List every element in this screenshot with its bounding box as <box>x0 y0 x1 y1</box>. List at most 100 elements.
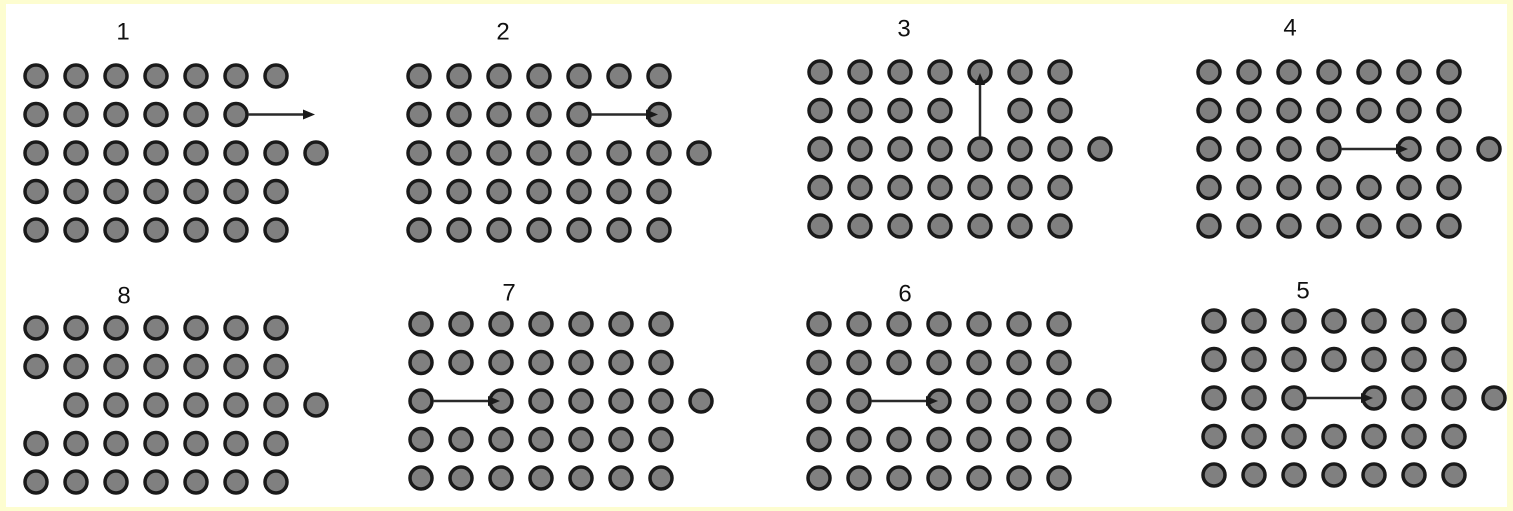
atom <box>65 471 87 493</box>
atom <box>490 313 512 335</box>
atom <box>25 181 47 203</box>
atom <box>225 433 247 455</box>
atom <box>265 219 287 241</box>
atom <box>1443 310 1465 332</box>
atom <box>568 219 590 241</box>
atom <box>1203 426 1225 448</box>
atom <box>1198 100 1220 122</box>
atom <box>608 142 630 164</box>
atom <box>889 177 911 199</box>
atom <box>65 317 87 339</box>
panel-7: 7 <box>410 280 712 490</box>
atom <box>570 429 592 451</box>
atom <box>1403 349 1425 371</box>
atom <box>105 317 127 339</box>
atom <box>65 356 87 378</box>
panel-label: 7 <box>502 280 515 307</box>
atom <box>408 142 430 164</box>
atom <box>1238 100 1260 122</box>
atom <box>450 467 472 489</box>
atom <box>968 429 990 451</box>
panel-1: 1 <box>25 19 327 242</box>
atom <box>530 390 552 412</box>
atom <box>305 142 327 164</box>
atom <box>888 313 910 335</box>
atom <box>929 138 951 160</box>
atom <box>888 352 910 374</box>
atom <box>1358 215 1380 237</box>
atom <box>1243 310 1265 332</box>
atom <box>145 219 167 241</box>
atom <box>1358 177 1380 199</box>
atom <box>809 138 831 160</box>
atom <box>145 394 167 416</box>
atom <box>688 142 710 164</box>
panel-label: 1 <box>116 19 129 46</box>
atom <box>185 65 207 87</box>
atom <box>265 142 287 164</box>
atom <box>849 215 871 237</box>
atom <box>809 100 831 122</box>
atom <box>610 467 632 489</box>
atom <box>448 219 470 241</box>
atom <box>1278 100 1300 122</box>
atom <box>1283 310 1305 332</box>
atom <box>488 219 510 241</box>
atom <box>849 138 871 160</box>
atom <box>225 356 247 378</box>
atom <box>570 390 592 412</box>
atom <box>848 352 870 374</box>
atom <box>1009 100 1031 122</box>
atom <box>969 177 991 199</box>
atom <box>105 219 127 241</box>
atom <box>1278 215 1300 237</box>
atom <box>145 471 167 493</box>
atom <box>1203 349 1225 371</box>
atom <box>185 433 207 455</box>
atom <box>1049 177 1071 199</box>
atom <box>410 467 432 489</box>
atom <box>1438 138 1460 160</box>
atom <box>808 429 830 451</box>
atom <box>928 429 950 451</box>
atom <box>185 317 207 339</box>
atom <box>225 104 247 126</box>
atom <box>265 394 287 416</box>
atom <box>1238 177 1260 199</box>
atom <box>1318 100 1340 122</box>
atom <box>1243 387 1265 409</box>
atom <box>145 356 167 378</box>
atom <box>848 390 870 412</box>
panel-4: 4 <box>1198 15 1500 238</box>
atom <box>530 352 552 374</box>
atom <box>1203 387 1225 409</box>
atom <box>1009 215 1031 237</box>
atom <box>145 142 167 164</box>
atom <box>408 219 430 241</box>
atom <box>1363 310 1385 332</box>
atom <box>1363 426 1385 448</box>
atom <box>528 219 550 241</box>
atom <box>650 352 672 374</box>
atom <box>1403 464 1425 486</box>
atom <box>570 352 592 374</box>
panel-label: 5 <box>1296 278 1309 305</box>
atom <box>1008 313 1030 335</box>
atom <box>448 104 470 126</box>
atom <box>65 104 87 126</box>
atom <box>530 467 552 489</box>
atom <box>450 352 472 374</box>
atom <box>1403 310 1425 332</box>
atom <box>610 429 632 451</box>
atom <box>849 177 871 199</box>
panel-label: 6 <box>898 281 911 308</box>
atom <box>1238 215 1260 237</box>
atom <box>105 65 127 87</box>
atom <box>530 429 552 451</box>
atom <box>808 313 830 335</box>
atom <box>1049 138 1071 160</box>
atom <box>185 104 207 126</box>
atom <box>848 429 870 451</box>
atom <box>145 433 167 455</box>
